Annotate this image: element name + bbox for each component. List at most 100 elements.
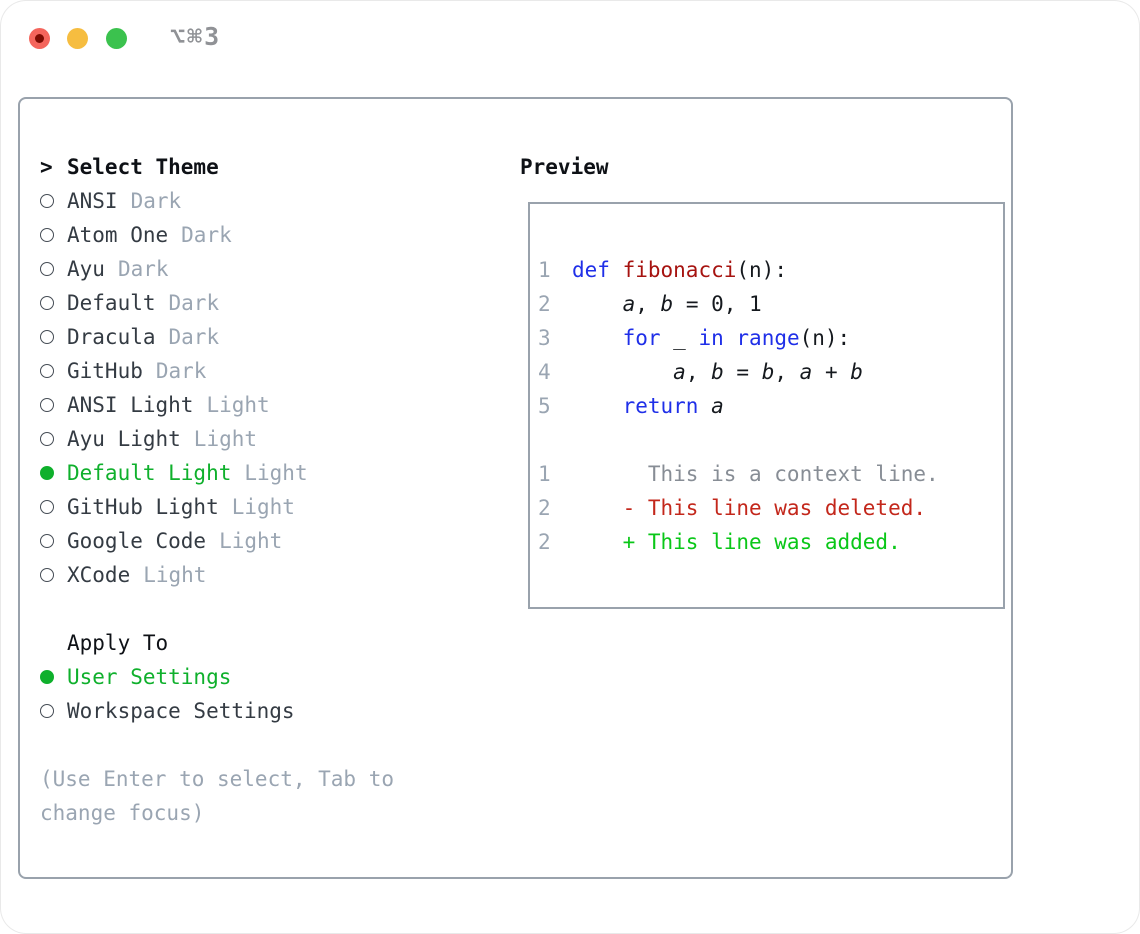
window-title: ⌥⌘3 [170, 22, 222, 51]
code-line: 2 - This line was deleted. [538, 491, 1003, 525]
zoom-button[interactable] [106, 28, 127, 49]
radio-icon [40, 330, 54, 344]
theme-picker: > Select Theme ANSI Dark Atom One Dark A… [40, 150, 472, 830]
theme-option[interactable]: ANSI Light Light [40, 388, 472, 422]
radio-icon [40, 466, 54, 480]
theme-name: GitHub [67, 359, 143, 383]
apply-to-option-label: Workspace Settings [67, 699, 295, 723]
apply-to-option-label: User Settings [67, 665, 232, 689]
line-number: 4 [538, 360, 551, 384]
theme-option[interactable]: Google Code Light [40, 524, 472, 558]
code-line: 3 for _ in range(n): [538, 321, 1003, 355]
theme-badge: Light [143, 563, 207, 587]
preview-header: Preview [520, 150, 1005, 184]
theme-name: Dracula [67, 325, 156, 349]
apply-to-title: Apply To [67, 631, 169, 655]
apply-to-list: User Settings Workspace Settings [40, 660, 472, 728]
theme-name: Default [67, 291, 156, 315]
radio-icon [40, 194, 54, 208]
theme-option[interactable]: XCode Light [40, 558, 472, 592]
theme-option[interactable]: Atom One Dark [40, 218, 472, 252]
apply-to-header: Apply To [40, 626, 472, 660]
code-text: a, b = 0, 1 [622, 292, 762, 316]
radio-icon [40, 704, 54, 718]
theme-list: ANSI Dark Atom One Dark Ayu Dark Default… [40, 184, 472, 592]
theme-option[interactable]: Dracula Dark [40, 320, 472, 354]
theme-option[interactable]: GitHub Dark [40, 354, 472, 388]
radio-icon [40, 500, 54, 514]
theme-badge: Dark [181, 223, 232, 247]
main-panel: > Select Theme ANSI Dark Atom One Dark A… [18, 97, 1013, 879]
theme-badge: Light [231, 495, 295, 519]
theme-picker-header: > Select Theme [40, 150, 472, 184]
theme-option[interactable]: Default Dark [40, 286, 472, 320]
apply-to-option[interactable]: Workspace Settings [40, 694, 472, 728]
theme-name: GitHub Light [67, 495, 219, 519]
minimize-button[interactable] [67, 28, 88, 49]
code-line: 1 def fibonacci(n): [538, 253, 1003, 287]
theme-name: Ayu Light [67, 427, 181, 451]
code-line: 2 a, b = 0, 1 [538, 287, 1003, 321]
theme-badge: Dark [130, 189, 182, 213]
theme-badge: Light [193, 427, 258, 451]
radio-icon [40, 296, 54, 310]
code-line: 2 + This line was added. [538, 525, 1003, 559]
code-text: + This line was added. [572, 530, 901, 554]
radio-icon [40, 670, 54, 684]
theme-option[interactable]: Default Light Light [40, 456, 472, 490]
radio-icon [40, 432, 54, 446]
preview-title: Preview [520, 155, 609, 179]
line-number: 3 [538, 326, 551, 350]
close-button[interactable] [29, 28, 50, 49]
theme-badge: Dark [168, 325, 220, 349]
radio-icon [40, 568, 54, 582]
theme-name: Default Light [67, 461, 232, 485]
radio-icon [40, 262, 54, 276]
theme-option[interactable]: GitHub Light Light [40, 490, 472, 524]
theme-badge: Dark [168, 291, 220, 315]
code-text: This is a context line. [572, 462, 939, 486]
line-number: 1 [538, 462, 551, 486]
theme-name: Atom One [67, 223, 169, 247]
theme-badge: Light [244, 461, 308, 485]
theme-option[interactable]: Ayu Dark [40, 252, 472, 286]
code-text: for _ in range(n): [622, 326, 851, 350]
line-number: 5 [538, 394, 551, 418]
line-number: 2 [538, 530, 551, 554]
code-line: 5 return a [538, 389, 1003, 423]
spacer [40, 592, 472, 626]
line-number [538, 423, 572, 457]
theme-name: Google Code [67, 529, 207, 553]
code-line [538, 423, 1003, 457]
line-number: 1 [538, 258, 551, 282]
theme-option[interactable]: Ayu Light Light [40, 422, 472, 456]
apply-to-option[interactable]: User Settings [40, 660, 472, 694]
theme-picker-title: Select Theme [67, 155, 219, 179]
code-text: return a [622, 394, 724, 418]
radio-icon [40, 398, 54, 412]
theme-badge: Dark [117, 257, 169, 281]
theme-name: ANSI [67, 189, 118, 213]
theme-badge: Light [219, 529, 283, 553]
theme-badge: Dark [155, 359, 207, 383]
radio-icon [40, 228, 54, 242]
line-number: 2 [538, 292, 551, 316]
theme-name: XCode [67, 563, 131, 587]
code-text: a, b = b, a + b [673, 360, 863, 384]
theme-badge: Light [206, 393, 270, 417]
code-line: 1 This is a context line. [538, 457, 1003, 491]
help-text: (Use Enter to select, Tab to change focu… [40, 767, 395, 825]
prompt-caret-icon: > [40, 155, 53, 179]
theme-name: Ayu [67, 257, 105, 281]
close-dot-icon [35, 34, 44, 43]
radio-icon [40, 364, 54, 378]
code-text: def fibonacci(n): [572, 258, 787, 282]
code-text: - This line was deleted. [572, 496, 927, 520]
theme-option[interactable]: ANSI Dark [40, 184, 472, 218]
titlebar: ⌥⌘3 [0, 0, 1140, 97]
spacer [40, 728, 472, 762]
